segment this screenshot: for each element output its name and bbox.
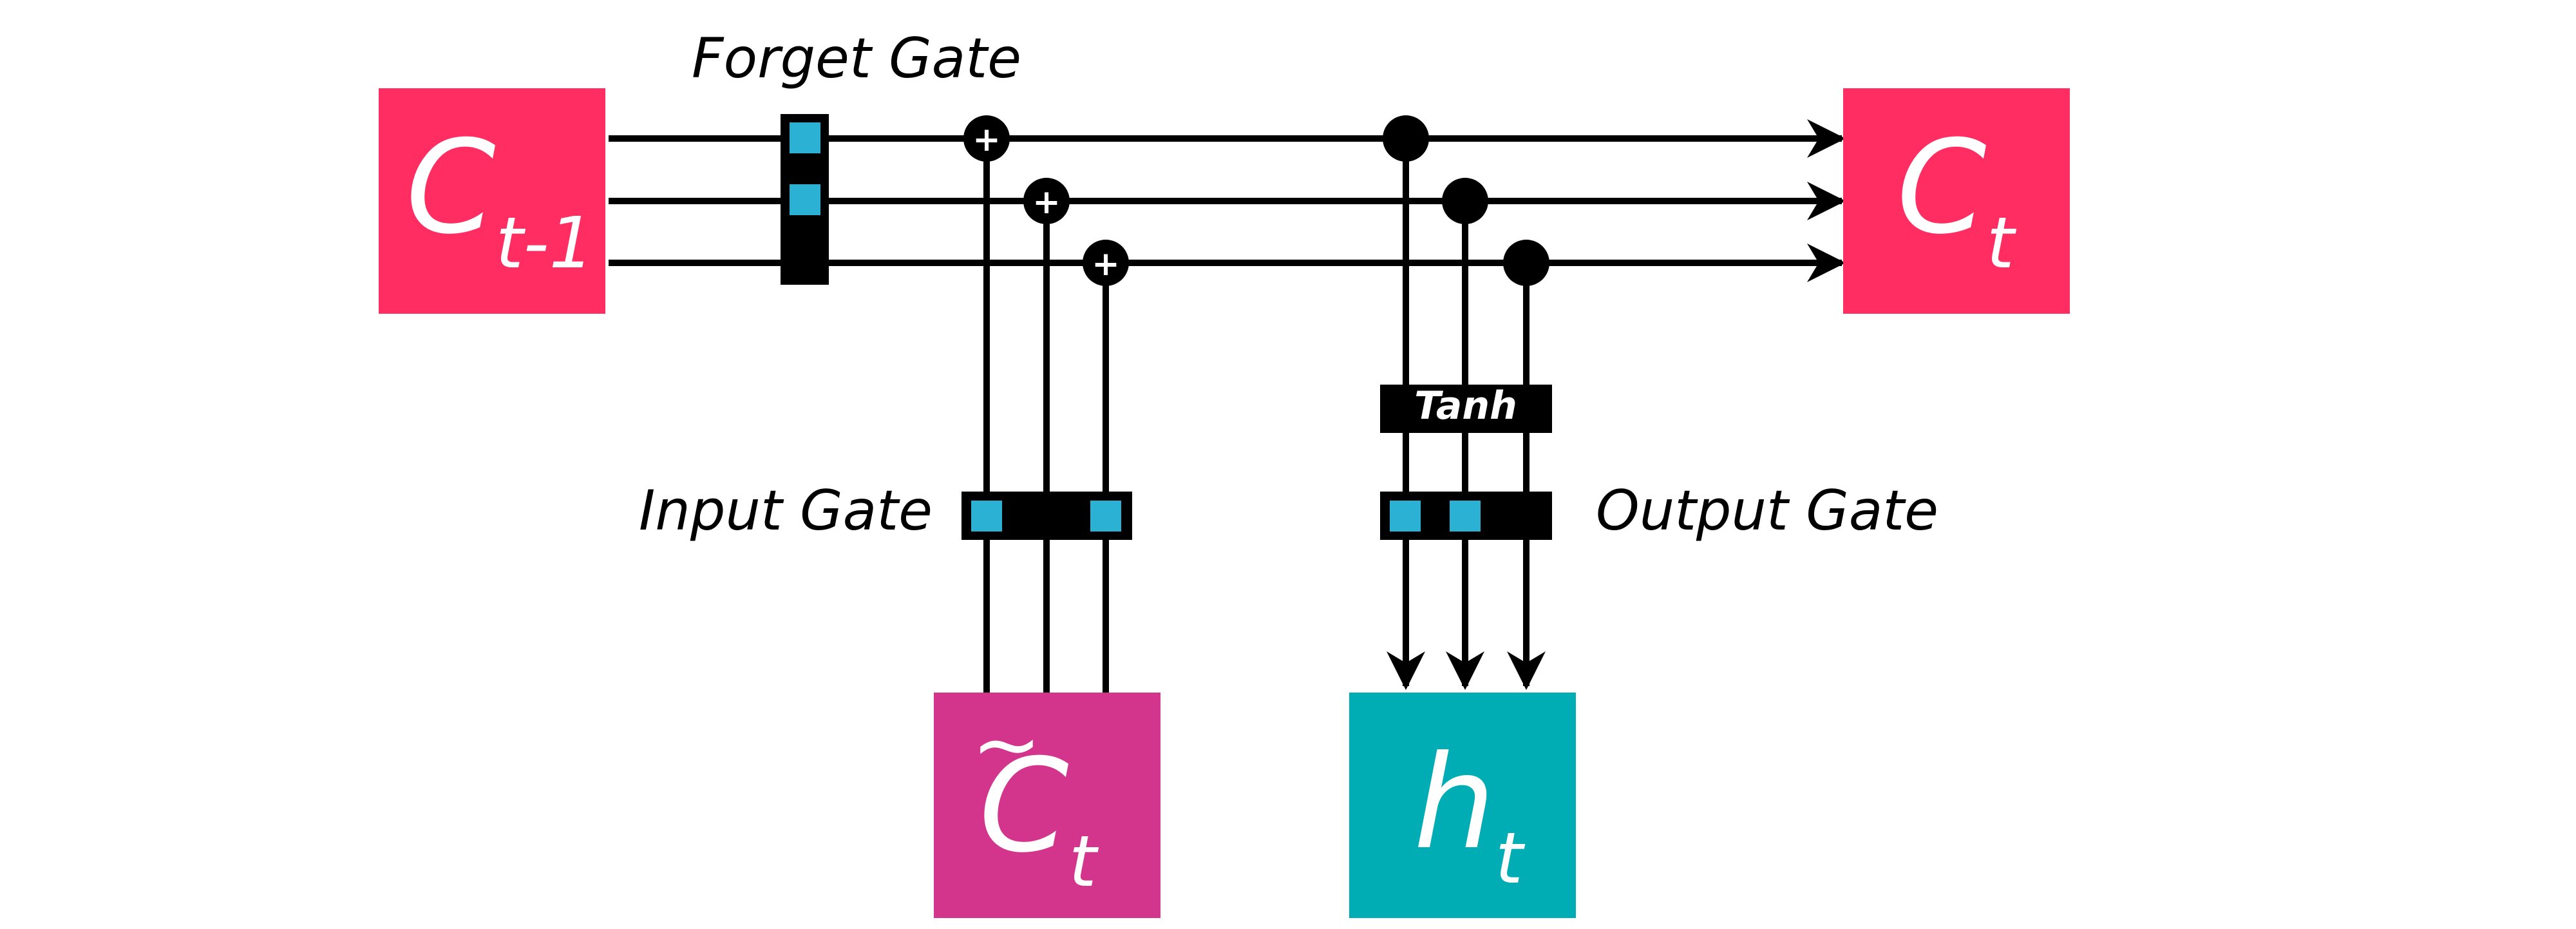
c-prev-label: Ct-1 bbox=[406, 113, 594, 284]
output-gate-label: Output Gate bbox=[1596, 479, 1938, 543]
input-path-lines bbox=[983, 139, 1109, 693]
input-gate-cell-1 bbox=[971, 501, 1002, 532]
add-node-1 bbox=[963, 115, 1010, 162]
c-tilde-sub: t bbox=[1069, 820, 1099, 903]
c-next-rect bbox=[1843, 88, 2070, 314]
h-label: ht bbox=[1414, 728, 1526, 899]
forget-gate-cell-2 bbox=[790, 184, 820, 215]
c-tilde-rect bbox=[934, 693, 1160, 918]
c-prev-rect bbox=[379, 88, 605, 314]
c-next-main: C bbox=[1897, 113, 1987, 263]
forget-gate: Forget Gate bbox=[692, 26, 1021, 285]
c-tilde-main: C bbox=[979, 731, 1069, 881]
add-node-3-glyph: + bbox=[1092, 245, 1120, 283]
input-gate-label: Input Gate bbox=[639, 479, 933, 543]
branch-node-2 bbox=[1442, 178, 1488, 224]
tanh-bar bbox=[1380, 385, 1552, 433]
c-tilde-accent: ~ bbox=[972, 695, 1042, 793]
add-node-2-glyph: + bbox=[1032, 183, 1061, 222]
output-gate-cell-1 bbox=[1390, 501, 1421, 532]
tanh-block: Tanh bbox=[1380, 383, 1552, 433]
add-nodes: + + + bbox=[963, 115, 1129, 286]
input-gate-cell-3 bbox=[1090, 501, 1121, 532]
output-gate-cell-2 bbox=[1450, 501, 1481, 532]
c-tilde-box: ~ Ct bbox=[934, 693, 1160, 918]
add-node-2 bbox=[1023, 178, 1070, 224]
forget-gate-label: Forget Gate bbox=[692, 26, 1021, 91]
input-gate: Input Gate bbox=[639, 479, 1132, 543]
h-main: h bbox=[1414, 728, 1495, 878]
c-next-label: Ct bbox=[1897, 113, 2017, 284]
forget-gate-cell-1 bbox=[790, 122, 820, 153]
output-gate: Output Gate bbox=[1380, 479, 1938, 543]
c-prev-box: Ct-1 bbox=[379, 88, 605, 314]
c-tilde-label: Ct bbox=[979, 731, 1099, 903]
c-prev-sub: t-1 bbox=[496, 202, 594, 284]
c-prev-main: C bbox=[406, 113, 496, 263]
h-rect bbox=[1349, 693, 1576, 918]
h-box: ht bbox=[1349, 693, 1576, 918]
add-node-3 bbox=[1083, 240, 1129, 286]
c-next-sub: t bbox=[1987, 202, 2017, 284]
tanh-label: Tanh bbox=[1414, 383, 1517, 428]
c-next-box: Ct bbox=[1843, 88, 2070, 314]
branch-nodes bbox=[1383, 115, 1549, 286]
branch-node-3 bbox=[1503, 240, 1549, 286]
branch-node-1 bbox=[1383, 115, 1429, 162]
add-node-1-glyph: + bbox=[972, 120, 1001, 159]
h-sub: t bbox=[1495, 817, 1526, 899]
